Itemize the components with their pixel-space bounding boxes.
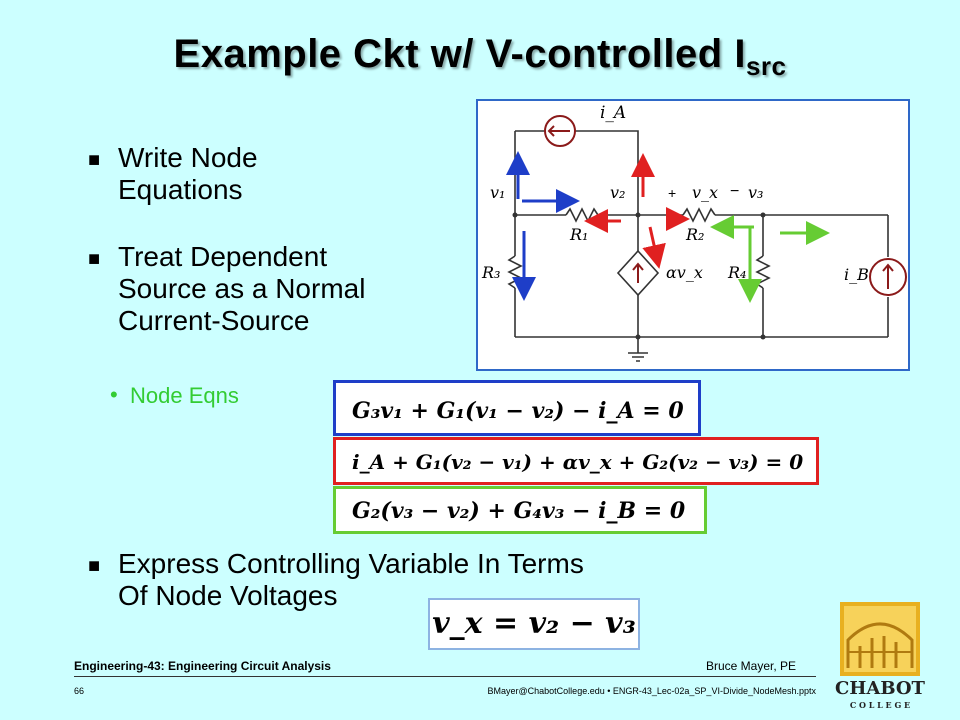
bullet-express: ■ Express Controlling Variable In Terms …: [88, 548, 584, 611]
logo-name: CHABOT: [835, 678, 926, 699]
label-iA: i_A: [600, 103, 627, 123]
footer-file-info: BMayer@ChabotCollege.edu • ENGR-43_Lec-0…: [452, 686, 816, 696]
label-plus: +: [668, 185, 677, 201]
equation-node1: G₃v₁ + G₁(v₁ − v₂) − i_A = 0: [333, 380, 701, 436]
label-R2: R₂: [686, 225, 705, 244]
circuit-diagram: i_A v₁ v₂ + v_x − v₃ R₁ R₂ R₃ αv_x R₄ i_…: [476, 99, 910, 371]
bullet-marker-icon: ■: [88, 248, 101, 270]
bullet-write-node: ■ Write Node Equations: [88, 142, 258, 205]
label-minus: −: [730, 183, 740, 200]
footer-email: BMayer@ChabotCollege.edu: [487, 686, 605, 696]
sub-bullet-dot-icon: •: [110, 382, 118, 407]
logo-sub: C O L L E G E: [850, 700, 910, 710]
label-alpha-vx: αv_x: [666, 263, 703, 282]
page-number: 66: [74, 686, 85, 696]
label-vx: v_x: [692, 183, 719, 202]
title-subscript: src: [745, 51, 787, 81]
sub-bullet-node-eqns: • Node Eqns: [110, 382, 239, 408]
label-iB: i_B: [844, 265, 869, 284]
footer-filename: • ENGR-43_Lec-02a_SP_VI-Divide_NodeMesh.…: [607, 686, 816, 696]
label-R3: R₃: [482, 263, 501, 282]
equation-node3: G₂(v₃ − v₂) + G₄v₃ − i_B = 0: [333, 486, 707, 534]
bullet-treat-dependent: ■ Treat Dependent Source as a Normal Cur…: [88, 241, 366, 336]
footer-author: Bruce Mayer, PE: [706, 659, 797, 673]
footer-course: Engineering-43: Engineering Circuit Anal…: [74, 659, 331, 673]
label-v1: v₁: [490, 183, 506, 202]
label-v3: v₃: [748, 183, 764, 202]
label-v2: v₂: [610, 183, 626, 202]
chabot-logo: CHABOT C O L L E G E: [826, 600, 934, 712]
footer-divider: [74, 676, 816, 677]
label-R1: R₁: [570, 225, 589, 244]
equation-vx: v_x = v₂ − v₃: [428, 598, 640, 650]
bullet-marker-icon: ■: [88, 149, 101, 171]
label-R4: R₄: [728, 263, 747, 282]
slide-title: Example Ckt w/ V-controlled Isrc: [173, 32, 787, 81]
bullet-marker-icon: ■: [88, 555, 101, 577]
equation-node2: i_A + G₁(v₂ − v₁) + αv_x + G₂(v₂ − v₃) =…: [333, 437, 819, 485]
